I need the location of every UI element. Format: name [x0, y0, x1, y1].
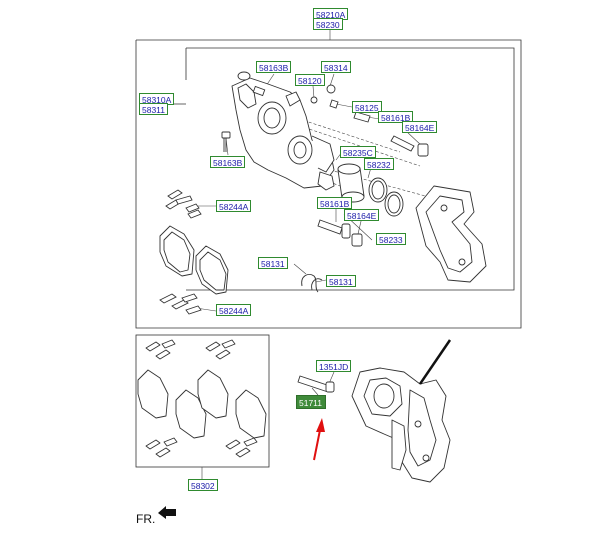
- label-58235c[interactable]: 58235C: [340, 146, 376, 158]
- label-58164e-top[interactable]: 58164E: [402, 121, 438, 133]
- label-58302[interactable]: 58302: [188, 479, 218, 491]
- pad-kit-drawing: [137, 339, 267, 458]
- shims-bottom-drawing: [159, 293, 202, 315]
- label-58161b-mid[interactable]: 58161B: [317, 197, 353, 209]
- piston-seal-drawing: [337, 163, 404, 217]
- highlight-arrow: [313, 418, 325, 461]
- front-arrow-icon: [158, 506, 176, 519]
- label-58244a-bot[interactable]: 58244A: [216, 304, 252, 316]
- label-58163b-left[interactable]: 58163B: [210, 156, 246, 168]
- pads-top-drawing: [159, 225, 229, 295]
- label-58125[interactable]: 58125: [352, 101, 382, 113]
- shims-top-drawing: [165, 189, 202, 219]
- label-58164e-mid[interactable]: 58164E: [344, 209, 380, 221]
- label-58314[interactable]: 58314: [321, 61, 351, 73]
- label-58233[interactable]: 58233: [376, 233, 406, 245]
- label-58120[interactable]: 58120: [295, 74, 325, 86]
- label-58163b-top[interactable]: 58163B: [256, 61, 292, 73]
- spring-drawing: [301, 274, 323, 293]
- pad-kit-frame: [135, 334, 270, 468]
- label-58161b-top[interactable]: 58161B: [378, 111, 414, 123]
- label-58311[interactable]: 58311: [139, 103, 169, 115]
- pointer-line: [418, 339, 452, 385]
- front-indicator: FR.: [136, 512, 156, 526]
- label-58230[interactable]: 58230: [313, 18, 343, 30]
- bracket-drawing: [415, 185, 487, 283]
- label-58131-b[interactable]: 58131: [326, 275, 356, 287]
- caliper-body-drawing: [231, 71, 335, 191]
- label-58244a-top[interactable]: 58244A: [216, 200, 252, 212]
- assembled-caliper-drawing: [297, 367, 451, 483]
- bolts-top-drawing: [221, 84, 429, 157]
- label-1351jd[interactable]: 1351JD: [316, 360, 352, 372]
- label-58131-a[interactable]: 58131: [258, 257, 288, 269]
- label-51711[interactable]: 51711: [296, 395, 326, 409]
- label-58232[interactable]: 58232: [364, 158, 394, 170]
- guide-pin-drawing: [317, 219, 363, 247]
